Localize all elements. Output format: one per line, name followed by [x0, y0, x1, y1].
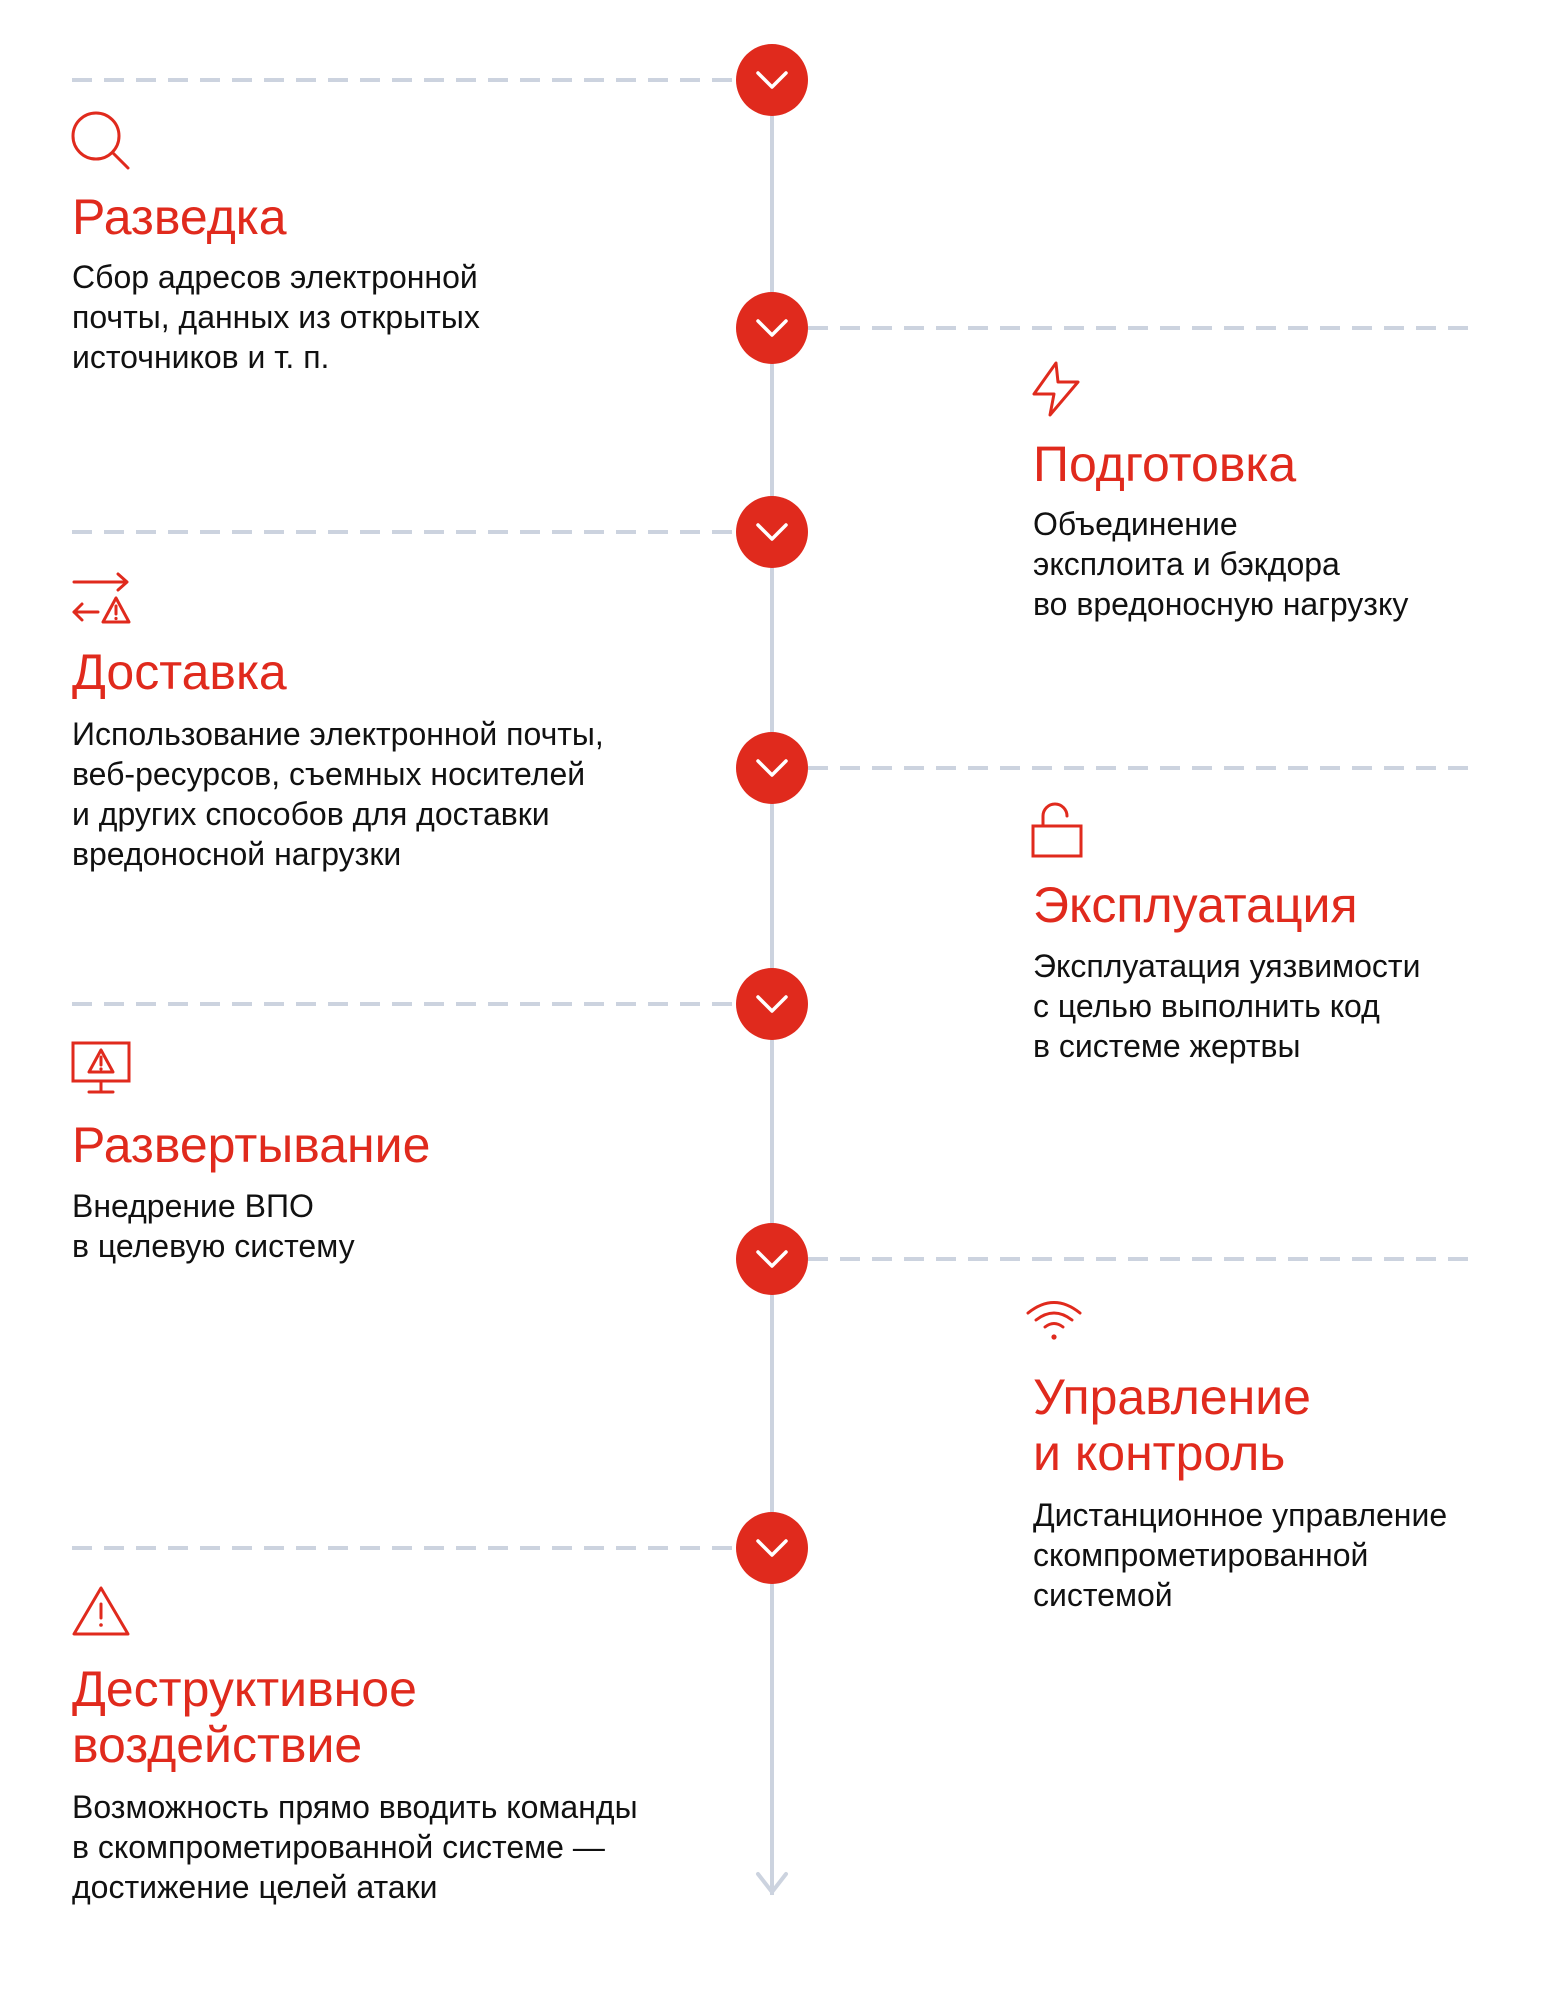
monitor-warning-icon [71, 1041, 131, 1094]
stage-title: Эксплуатация [1033, 877, 1358, 933]
stage-title: Подготовка [1033, 436, 1297, 492]
stage-2-toggle[interactable] [736, 292, 808, 364]
lightning-icon [1032, 361, 1080, 417]
arrow-down-icon [756, 1872, 788, 1896]
connector-line [72, 1546, 736, 1550]
chevron-down-icon [756, 523, 788, 541]
stage-4-toggle[interactable] [736, 732, 808, 804]
stage-description: Эксплуатация уязвимости с целью выполнит… [1033, 948, 1421, 1064]
stage-5-toggle[interactable] [736, 968, 808, 1040]
stage-description: Внедрение ВПО в целевую систему [72, 1188, 355, 1264]
connector-line [808, 326, 1480, 330]
chevron-down-icon [756, 1250, 788, 1268]
connector-line [72, 1002, 736, 1006]
warning-icon [72, 1586, 130, 1636]
stage-1-toggle[interactable] [736, 44, 808, 116]
connector-line [72, 530, 736, 534]
chevron-down-icon [756, 1539, 788, 1557]
stage-title: Разведка [72, 189, 287, 245]
chevron-down-icon [756, 71, 788, 89]
connector-line [808, 1257, 1480, 1261]
stage-title: Управление и контроль [1033, 1369, 1311, 1481]
stage-description: Сбор адресов электронной почты, данных и… [72, 259, 480, 375]
wifi-icon [1026, 1301, 1082, 1340]
unlock-icon [1031, 802, 1083, 858]
connector-line [72, 78, 736, 82]
search-icon [71, 111, 130, 170]
stage-7-toggle[interactable] [736, 1512, 808, 1584]
stage-description: Объединение эксплоита и бэкдора во вредо… [1033, 506, 1409, 622]
chevron-down-icon [756, 759, 788, 777]
stage-title: Развертывание [72, 1117, 431, 1173]
stage-title: Доставка [72, 644, 287, 700]
chevron-down-icon [756, 319, 788, 337]
stage-6-toggle[interactable] [736, 1223, 808, 1295]
chevron-down-icon [756, 995, 788, 1013]
stage-description: Возможность прямо вводить команды в ском… [72, 1789, 638, 1905]
connector-line [808, 766, 1480, 770]
stage-3-toggle[interactable] [736, 496, 808, 568]
stage-description: Дистанционное управление скомпрометирова… [1033, 1497, 1448, 1613]
stage-title: Деструктивное воздействие [72, 1661, 417, 1773]
stage-description: Использование электронной почты, веб-рес… [72, 716, 604, 872]
transfer-warning-icon [72, 572, 131, 624]
